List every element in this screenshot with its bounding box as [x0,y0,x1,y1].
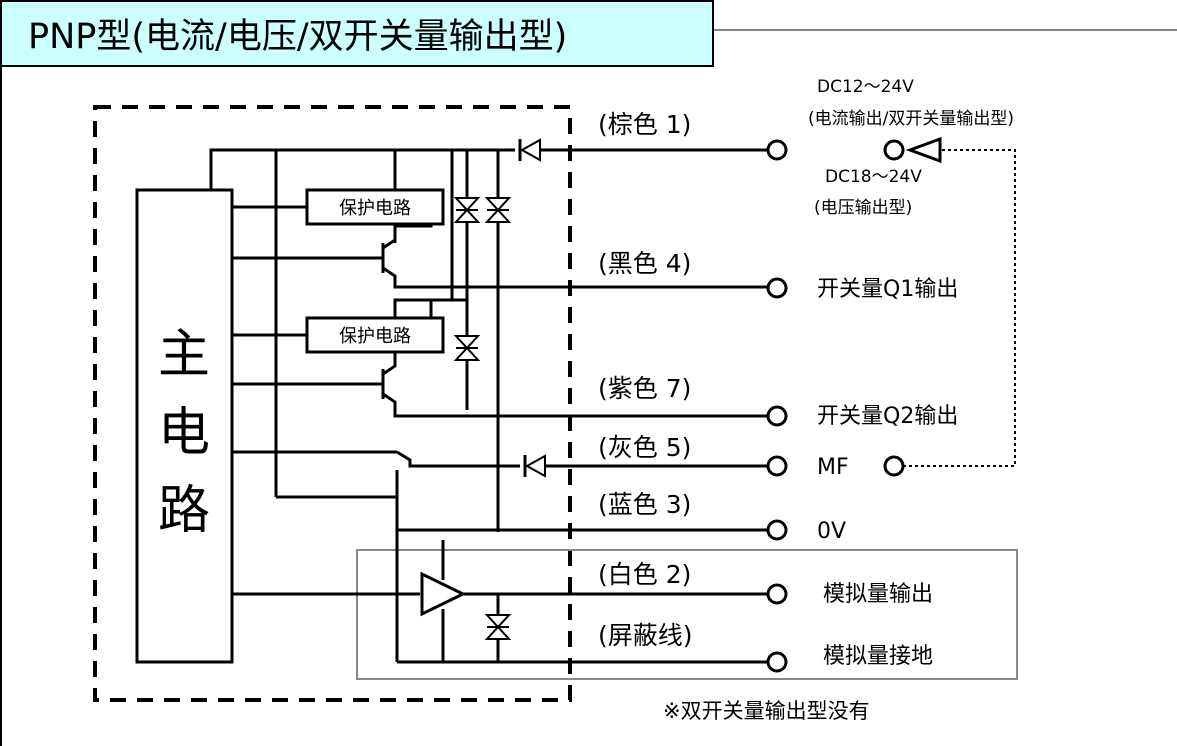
main-circuit-char-2: 电 [158,403,210,463]
sensor-housing-outline [93,105,572,702]
supply-arrow-icon [905,136,942,164]
wire-label-white: (白色 2) [598,560,691,589]
main-circuit-char-3: 路 [158,481,210,541]
zener-diode-4-icon [484,614,512,640]
main-circuit-block [135,188,234,664]
supply-current-voltage: DC12～24V [817,77,914,97]
terminal-black [766,277,788,299]
analog-section-box [356,549,1018,680]
zener-diode-2-icon [484,197,512,223]
zener-diode-3-icon [453,335,481,361]
main-circuit-char-1: 主 [158,325,210,385]
zener-diode-1-icon [453,197,481,223]
wire-label-grey: (灰色 5) [598,433,691,462]
terminal-shield [766,651,788,673]
protection-circuit-1 [305,188,445,226]
supply-voltage-voltage: DC18～24V [825,167,922,187]
terminal-label-mf: MF [817,455,849,480]
internal-wiring [209,148,770,664]
terminal-supply [883,139,905,161]
terminal-label-analog-ground: 模拟量接地 [823,644,933,669]
page-title: PNP型(电流/电压/双开关量输出型) [28,17,567,57]
protection-circuit-2-label: 保护电路 [339,326,411,347]
terminal-label-analog-output: 模拟量输出 [823,582,933,607]
protection-circuit-1-label: 保护电路 [339,198,411,219]
protection-circuit-2 [305,316,445,354]
terminal-label-0v: 0V [817,519,846,544]
supply-current-type: (电流输出/双开关量输出型) [808,109,1014,129]
diode-supply-icon [518,138,541,162]
terminals [766,139,905,673]
wire-label-shield: (屏蔽线) [598,621,693,650]
footnote: ※双开关量输出型没有 [663,699,870,723]
wire-label-purple: (紫色 7) [598,374,691,403]
terminal-grey [766,455,788,477]
terminal-brown [766,139,788,161]
terminal-mf-external [883,455,905,477]
terminal-label-q1: 开关量Q1输出 [817,277,958,302]
title-box [0,0,714,67]
terminal-purple [766,405,788,427]
terminal-white [766,583,788,605]
wire-label-black: (黑色 4) [598,249,691,278]
amplifier-icon [420,571,467,617]
supply-voltage-type: (电压输出型) [814,198,912,218]
diode-mf-icon [523,454,546,478]
external-dotted-loop [903,149,1016,467]
wire-label-brown: (棕色 1) [598,110,691,139]
wire-label-blue: (蓝色 3) [598,490,691,519]
terminal-label-q2: 开关量Q2输出 [817,404,958,429]
terminal-blue [766,519,788,541]
